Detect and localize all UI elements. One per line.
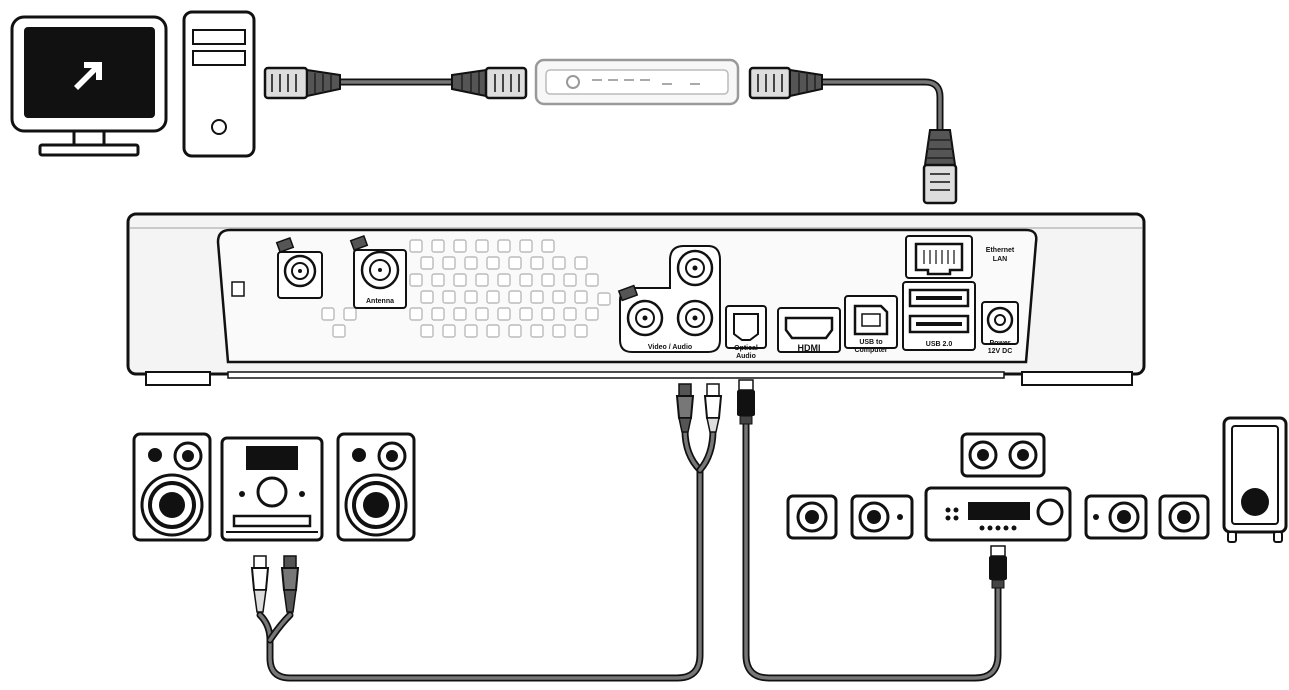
usb-2-label: USB 2.0 — [926, 341, 953, 348]
power-port: Power 12V DC — [981, 301, 1019, 355]
ethernet-plug-computer — [263, 66, 341, 100]
optical-audio-label-1: Optical — [734, 345, 758, 352]
rca-plug-right — [703, 383, 723, 433]
ethernet-cable-router-receiver — [818, 78, 944, 139]
cursor-arrow-icon — [74, 62, 102, 90]
front-left-speaker — [786, 494, 838, 540]
rca-plug-stereo-white — [250, 555, 270, 613]
network-router-icon — [534, 58, 740, 106]
mini-stereo-system-icon — [132, 432, 416, 542]
optical-plug — [737, 379, 755, 425]
rca-plug-left — [675, 383, 695, 433]
front-right-speaker — [1158, 494, 1210, 540]
stereo-unit — [220, 436, 324, 542]
subwoofer — [1222, 416, 1288, 543]
right-speaker — [336, 432, 416, 542]
antenna-port: Antenna — [349, 234, 407, 309]
cables — [256, 78, 1002, 682]
ethernet-plug-router-right — [748, 66, 823, 100]
center-speaker — [960, 432, 1046, 478]
usb-computer-port: USB to Computer — [844, 295, 898, 354]
rf-out-port — [275, 236, 323, 299]
optical-audio-label-2: Audio — [736, 353, 756, 360]
rca-plug-stereo-grey — [280, 555, 300, 613]
ethernet-label-2: LAN — [993, 256, 1007, 263]
computer-tower — [182, 10, 256, 158]
av-receiver — [924, 486, 1072, 542]
monitor — [10, 15, 168, 157]
optical-cable-surround — [742, 416, 1002, 682]
ethernet-lan-port: Ethernet LAN — [905, 235, 1015, 279]
usb-2-ports: USB 2.0 — [902, 281, 976, 351]
left-speaker — [132, 432, 212, 542]
front-left-center-speaker — [850, 494, 914, 540]
power-label-2: 12V DC — [988, 348, 1013, 355]
video-audio-ports: Video / Audio — [617, 245, 721, 353]
set-top-box-receiver: Antenna Video / Audio Optical Audio — [126, 212, 1146, 386]
ethernet-plug-router-left — [451, 66, 528, 100]
usb-computer-label-2: Computer — [854, 347, 887, 354]
power-label-1: Power — [989, 340, 1010, 347]
hdmi-label: HDMI — [798, 343, 821, 353]
usb-computer-label-1: USB to — [859, 339, 882, 346]
computer-icon — [10, 10, 256, 158]
optical-audio-port: Optical Audio — [725, 305, 767, 360]
vent-grid — [321, 239, 611, 338]
hdmi-port: HDMI — [777, 307, 841, 353]
rca-cable-stereo — [256, 426, 704, 682]
ethernet-label-1: Ethernet — [986, 247, 1015, 254]
surround-sound-system-icon — [786, 416, 1288, 543]
antenna-label: Antenna — [366, 298, 394, 305]
front-right-center-speaker — [1084, 494, 1148, 540]
video-audio-label: Video / Audio — [648, 344, 692, 351]
optical-plug-surround — [989, 545, 1007, 589]
ethernet-plug-receiver — [922, 129, 958, 205]
